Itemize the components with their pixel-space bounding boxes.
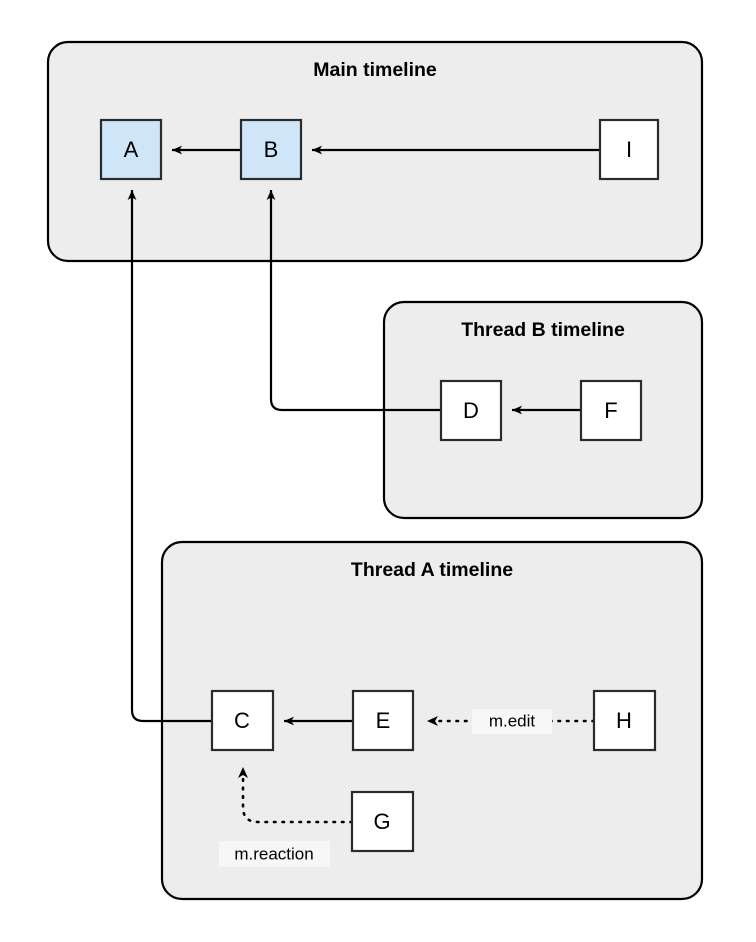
edge-c-to-a-line: [127, 190, 212, 723]
edge-c-to-a: [127, 190, 212, 723]
node-A-box[interactable]: [99, 118, 163, 181]
thread-a-timeline-title: Thread A timeline: [351, 559, 513, 581]
node-D-label: D: [463, 398, 479, 423]
node-G-box[interactable]: [350, 790, 415, 853]
m-reaction-label-text: m.reaction: [234, 844, 313, 863]
node-H-label: H: [616, 708, 632, 733]
container-main-timeline: Main timeline: [46, 40, 704, 263]
node-E-box[interactable]: [351, 689, 415, 752]
node-G[interactable]: G: [350, 790, 415, 853]
edge-g-to-c-line: [238, 765, 354, 824]
node-I[interactable]: I: [598, 118, 660, 181]
m-edit-label-text: m.edit: [489, 711, 536, 730]
node-E[interactable]: E: [351, 689, 415, 752]
node-B[interactable]: B: [239, 118, 303, 181]
edge-d-to-b: [266, 190, 441, 412]
thread-b-timeline-title: Thread B timeline: [461, 319, 625, 341]
edge-d-to-b-line: [266, 190, 441, 412]
node-G-label: G: [373, 809, 390, 834]
node-I-label: I: [626, 137, 632, 162]
node-F-label: F: [604, 398, 617, 423]
node-H[interactable]: H: [592, 689, 657, 752]
edge-label-m-reaction: m.reaction: [219, 841, 330, 867]
node-C[interactable]: C: [210, 689, 275, 752]
m-edit-label-backdrop: [472, 709, 552, 734]
node-I-box[interactable]: [598, 118, 660, 181]
m-reaction-label-backdrop: [219, 841, 330, 867]
main-timeline-title: Main timeline: [313, 59, 437, 81]
node-A-label: A: [124, 137, 139, 162]
main-timeline-box: [46, 40, 704, 263]
node-B-label: B: [264, 137, 279, 162]
node-C-label: C: [234, 708, 250, 733]
node-F[interactable]: F: [579, 379, 643, 442]
node-F-box[interactable]: [579, 379, 643, 442]
node-D-box[interactable]: [439, 379, 503, 442]
edge-g-to-c: [238, 765, 354, 824]
node-B-box[interactable]: [239, 118, 303, 181]
node-C-box[interactable]: [210, 689, 275, 752]
edge-label-m-edit: m.edit: [472, 709, 552, 734]
node-D[interactable]: D: [439, 379, 503, 442]
node-E-label: E: [376, 708, 391, 733]
node-H-box[interactable]: [592, 689, 657, 752]
node-A[interactable]: A: [99, 118, 163, 181]
